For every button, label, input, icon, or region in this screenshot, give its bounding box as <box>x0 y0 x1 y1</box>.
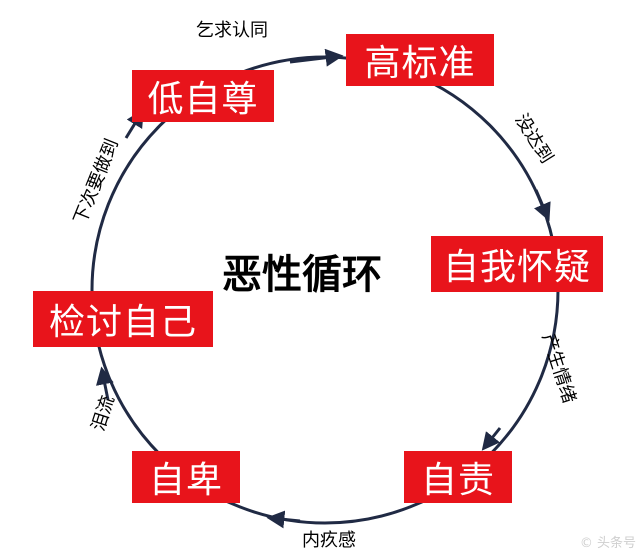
center-title: 恶性循环 <box>222 252 382 298</box>
arrow-5 <box>95 366 114 401</box>
cycle-arrows <box>95 48 551 529</box>
arrow-1 <box>289 48 344 67</box>
watermark: © 头条号 <box>579 536 636 551</box>
node-self-blame: 自责 <box>404 451 512 503</box>
node-self-doubt: 自我怀疑 <box>431 236 603 292</box>
edge-label-guilt: 内疚感 <box>302 530 356 551</box>
arrow-4 <box>266 510 301 529</box>
arrow-2 <box>534 189 551 222</box>
node-self-review: 检讨自己 <box>33 291 213 347</box>
node-high-standard: 高标准 <box>346 34 494 86</box>
node-low-self-esteem: 低自尊 <box>132 70 274 122</box>
arrow-3 <box>481 427 502 451</box>
node-inferiority: 自卑 <box>132 451 240 503</box>
edge-label-seek-approval: 乞求认同 <box>196 20 268 41</box>
